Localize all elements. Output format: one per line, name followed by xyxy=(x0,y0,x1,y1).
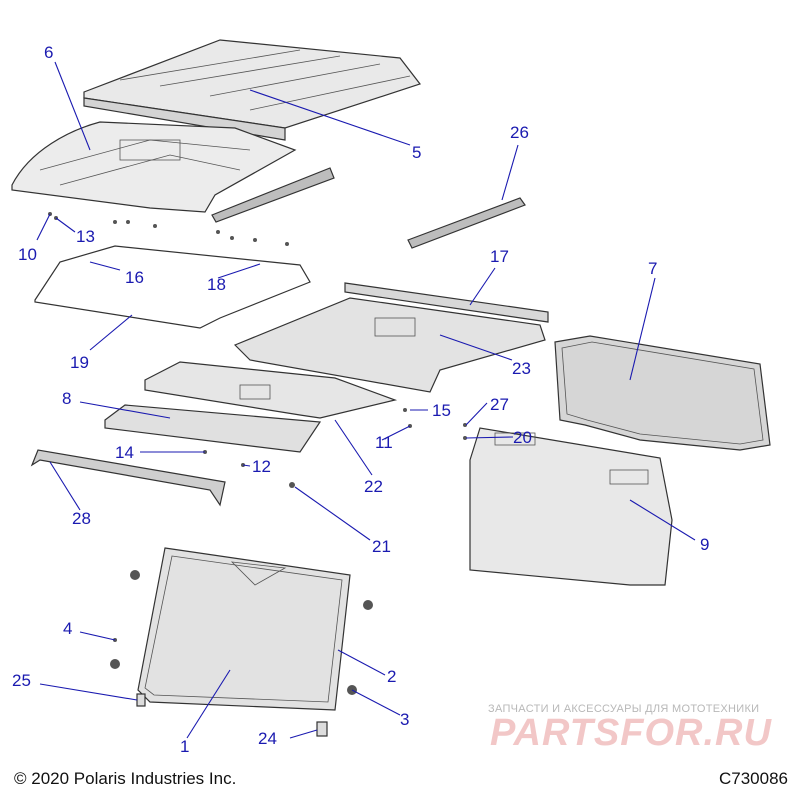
bracket-bar xyxy=(344,282,549,323)
callout-12: 12 xyxy=(252,457,271,476)
watermark-brand: PARTSFOR.RU xyxy=(490,712,772,754)
windshield xyxy=(137,547,351,711)
leader-lines xyxy=(36,61,696,739)
callout-28: 28 xyxy=(72,509,91,528)
copyright-text: © 2020 Polaris Industries Inc. xyxy=(14,769,237,788)
callout-13: 13 xyxy=(76,227,95,246)
callout-7: 7 xyxy=(648,259,657,278)
callout-16: 16 xyxy=(125,268,144,287)
callout-21: 21 xyxy=(372,537,391,556)
rear-headliner xyxy=(233,297,546,393)
front-bracket xyxy=(104,404,322,453)
roof-headliner xyxy=(11,121,297,213)
callout-8: 8 xyxy=(62,389,71,408)
front-seal-frame xyxy=(34,245,311,329)
callout-11: 11 xyxy=(375,433,393,452)
rear-window-panel xyxy=(554,335,771,451)
callout-10: 10 xyxy=(18,245,37,264)
callout-22: 22 xyxy=(364,477,383,496)
callout-14: 14 xyxy=(115,443,134,462)
callout-25: 25 xyxy=(12,671,31,690)
callout-2: 2 xyxy=(387,667,396,686)
callout-27: 27 xyxy=(490,395,509,414)
callout-26: 26 xyxy=(510,123,529,142)
callout-24: 24 xyxy=(258,729,277,748)
callout-5: 5 xyxy=(412,143,421,162)
seal-strip xyxy=(211,167,526,249)
watermark-tagline: ЗАПЧАСТИ И АКСЕССУАРЫ ДЛЯ МОТОТЕХНИКИ xyxy=(488,703,760,715)
callout-18: 18 xyxy=(207,275,226,294)
callout-labels: 6 5 26 10 13 16 18 17 7 19 23 8 15 27 11… xyxy=(12,43,709,756)
callout-6: 6 xyxy=(44,43,53,62)
callout-9: 9 xyxy=(700,535,709,554)
callout-3: 3 xyxy=(400,710,409,729)
rear-back-panel xyxy=(469,427,673,586)
callout-1: 1 xyxy=(180,737,189,756)
front-trim xyxy=(30,449,226,507)
front-headliner xyxy=(144,361,398,419)
callout-15: 15 xyxy=(432,401,451,420)
callout-4: 4 xyxy=(63,619,72,638)
callout-17: 17 xyxy=(490,247,509,266)
callout-20: 20 xyxy=(513,428,532,447)
diagram-code: C730086 xyxy=(718,769,788,788)
callout-19: 19 xyxy=(70,353,89,372)
callout-23: 23 xyxy=(512,359,531,378)
